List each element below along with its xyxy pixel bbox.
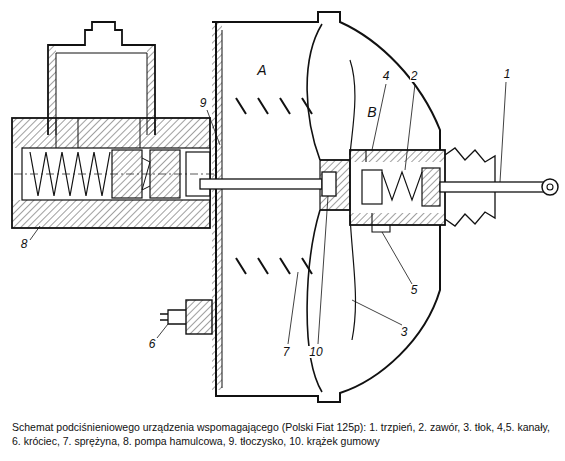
chamber-label: B [366, 105, 377, 119]
callout-number: 6 [148, 338, 157, 350]
callout-number: 4 [382, 70, 391, 82]
callout-number: 3 [400, 326, 409, 338]
callout-number: 1 [503, 68, 512, 80]
callout-number: 5 [410, 284, 419, 296]
callout-number: 10 [308, 346, 323, 358]
callout-number: 8 [20, 238, 29, 250]
callout-number: 9 [199, 97, 208, 109]
callout-number: 2 [410, 70, 419, 82]
chamber-label: A [256, 63, 267, 77]
figure-caption: Schemat podciśnieniowego urządzenia wspo… [12, 420, 557, 448]
callout-number: 7 [282, 346, 291, 358]
